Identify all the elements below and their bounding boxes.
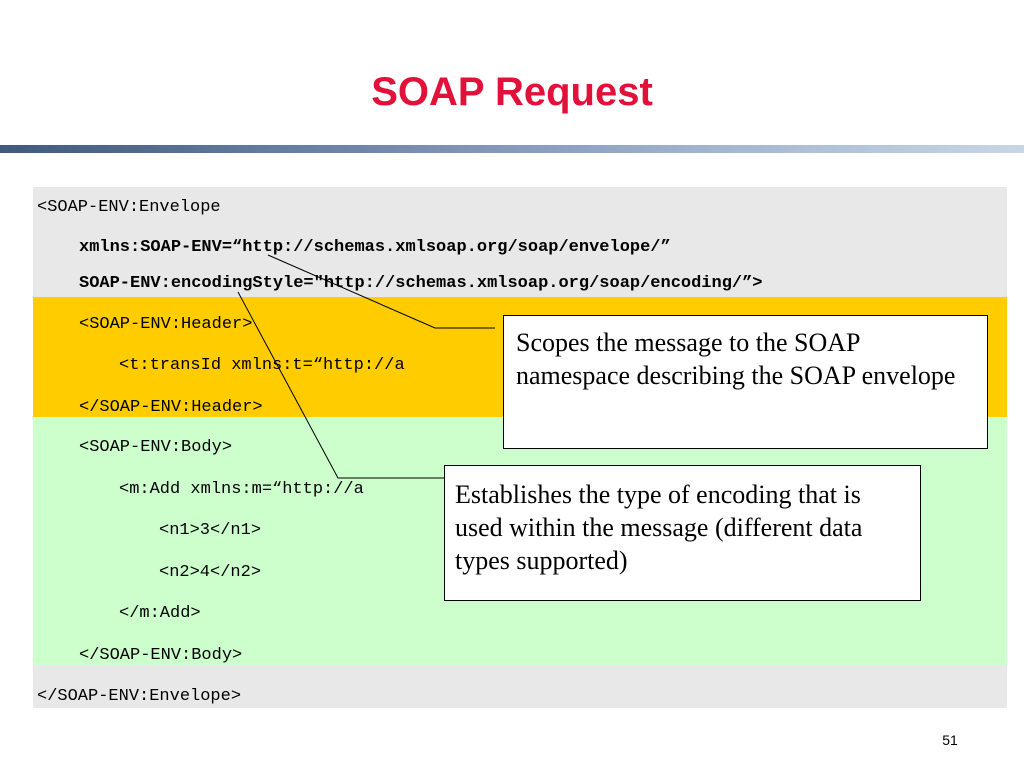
code-line: <SOAP-ENV:Header> — [79, 315, 253, 334]
code-line: </SOAP-ENV:Header> — [79, 398, 263, 417]
code-line: </SOAP-ENV:Body> — [79, 646, 243, 665]
code-line: SOAP-ENV:encodingStyle="http://schemas.x… — [79, 274, 763, 293]
title-divider — [0, 145, 1024, 153]
code-line: <t:transId xmlns:t=“http://a — [119, 356, 405, 375]
envelope-close-band — [33, 665, 1007, 708]
namespace-callout: Scopes the message to the SOAP namespace… — [503, 315, 988, 449]
code-line: </m:Add> — [119, 604, 201, 623]
code-line: <m:Add xmlns:m=“http://a — [119, 480, 364, 499]
code-line: </SOAP-ENV:Envelope> — [37, 687, 242, 706]
code-line: <SOAP-ENV:Envelope — [37, 198, 221, 217]
code-line: xmlns:SOAP-ENV=“http://schemas.xmlsoap.o… — [79, 238, 671, 257]
code-line: <SOAP-ENV:Body> — [79, 438, 233, 457]
slide-title: SOAP Request — [371, 70, 653, 114]
code-line: <n2>4</n2> — [159, 563, 262, 582]
code-line: <n1>3</n1> — [159, 521, 262, 540]
envelope-open-band — [33, 187, 1007, 297]
page-number: 51 — [942, 732, 958, 748]
encoding-callout: Establishes the type of encoding that is… — [444, 465, 921, 601]
